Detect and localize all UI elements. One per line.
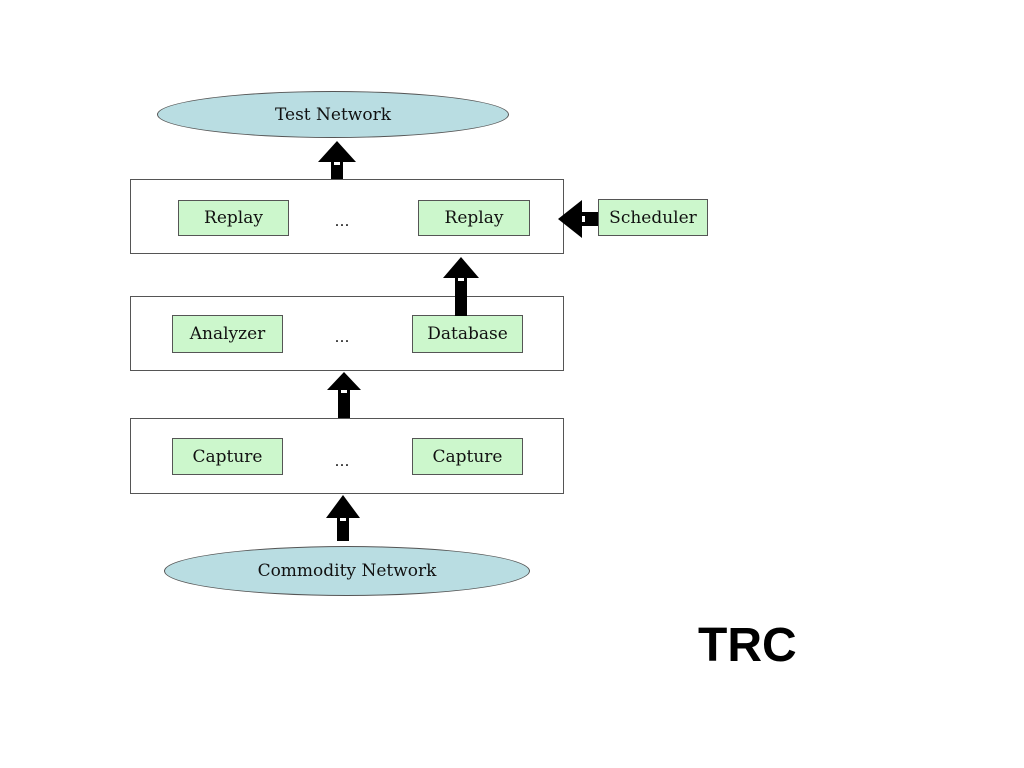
arrow-notch-database: [458, 278, 464, 281]
commodity-network-node: Commodity Network: [164, 546, 530, 596]
arrow-notch-scheduler: [582, 216, 585, 222]
database-label: Database: [427, 324, 508, 344]
analyzer-label: Analyzer: [189, 324, 266, 344]
replay-node-right: Replay: [418, 200, 530, 236]
replay-node-left-label: Replay: [204, 208, 263, 228]
replay-node-right-label: Replay: [444, 208, 504, 228]
analyzer-node: Analyzer: [172, 315, 283, 353]
test-network-label: Test Network: [274, 104, 392, 125]
analysis-layer-ellipsis: …: [334, 328, 350, 346]
commodity-network-label: Commodity Network: [257, 561, 437, 581]
scheduler-label: Scheduler: [609, 207, 697, 228]
arrow-notch-commodity: [340, 518, 346, 521]
capture-node-right-label: Capture: [432, 446, 503, 467]
database-node: Database: [412, 315, 523, 353]
arrow-left-scheduler-to-replay: [558, 200, 598, 238]
arrow-notch-replay: [334, 162, 340, 165]
caption-title: TRC: [698, 619, 797, 672]
capture-layer-ellipsis: …: [334, 452, 350, 470]
scheduler-node: Scheduler: [598, 199, 708, 236]
capture-node-right: Capture: [412, 438, 523, 475]
arrow-notch-capture: [341, 390, 347, 393]
arrow-up-capture-to-analysis: [327, 372, 361, 418]
capture-node-left-label: Capture: [192, 446, 263, 467]
replay-node-left: Replay: [178, 200, 289, 236]
test-network-node: Test Network: [157, 91, 509, 138]
arrow-up-database-to-replay: [443, 257, 479, 316]
capture-node-left: Capture: [172, 438, 283, 475]
arrow-up-replay-to-test-network: [318, 141, 356, 179]
replay-layer-ellipsis: …: [334, 212, 350, 230]
